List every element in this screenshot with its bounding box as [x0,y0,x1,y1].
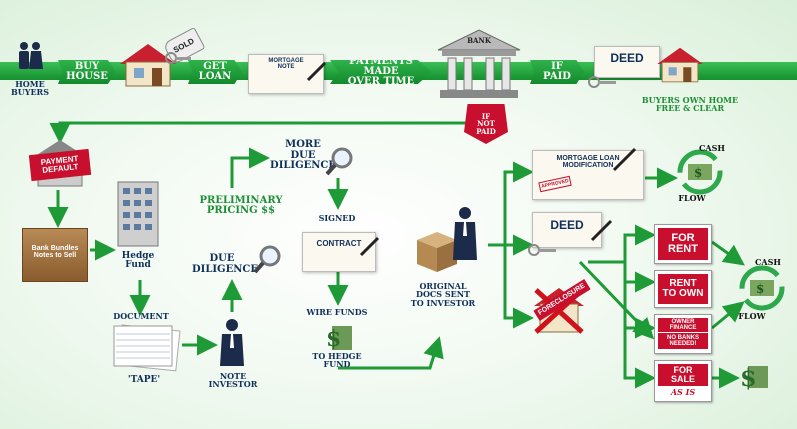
house-icon-owned [657,47,703,83]
for-rent-plate: FOR RENT [658,228,708,260]
hedge-fund-building-icon [117,181,159,247]
to-hedge-fund-label: TO HEDGE FUND [312,351,362,370]
as-is-label: AS IS [670,387,696,397]
note-investor-icon [220,319,244,366]
keys-icon-mid [528,244,556,256]
cash-flow-cycle-icon-mid: $ [739,265,785,311]
svg-text:$: $ [756,282,764,296]
approved-stamp: APPROVED [538,175,572,193]
tape-label: 'TAPE' [127,375,161,385]
magnifier-icon [253,245,281,274]
pen-icon [306,61,327,82]
tape-spreadsheet-icon [113,324,181,372]
deed-doc-top: DEED [594,46,660,78]
for-sale-plate: FOR SALE [658,364,708,386]
svg-text:$: $ [326,326,341,352]
loan-mod-title: MORTGAGE LOAN MODIFICATION [556,155,620,169]
deed-title-mid: DEED [550,218,584,232]
more-due-diligence-label: MORE DUE DILIGENCE [270,139,336,171]
mortgage-note-title: MORTGAGE NOTE [268,58,304,70]
keys-icon [165,52,191,64]
note-investor-label: NOTE INVESTOR [208,371,258,390]
if-not-paid-label: IF NOT PAID [476,111,496,136]
money-icon: $ [326,326,352,352]
mortgage-note-doc: MORTGAGE NOTE [248,54,327,94]
svg-text:$: $ [694,166,702,180]
get-loan-arrow: GET LOAN [188,60,242,84]
investor-figure-icon [453,207,477,260]
bank-bundles-label: Bank Bundles Notes to Sell [31,245,79,259]
contract-title: CONTRACT [316,239,362,248]
document-label: DOCUMENT [113,311,169,321]
home-buyers-icon [19,42,43,69]
bank-label: BANK [467,36,491,45]
cash-flow-cycle-icon-top: $ [677,149,723,195]
buyers-own-home-label: BUYERS OWN HOME FREE & CLEAR [641,95,739,113]
cash-label-top: CASH [699,143,725,153]
owner-finance-sign: OWNER FINANCE NO BANKS NEEDED! [654,314,712,354]
deed-pen-icon [590,219,613,242]
payments-made-arrow: PAYMENTS MADE OVER TIME [330,60,432,84]
magnifier-icon-2 [325,147,353,176]
keys-icon-top [588,76,616,88]
rent-to-own-sign: RENT TO OWN [654,270,712,308]
money-icon-sale: $ [740,363,768,392]
contract-pen-icon [359,236,380,257]
wire-funds-label: WIRE FUNDS [306,307,368,317]
house-icon [120,44,176,87]
no-banks-plate: NO BANKS NEEDED! [658,333,708,349]
due-diligence-label: DUE DILIGENCE [192,253,258,275]
bank-bundles-envelope: Bank Bundles Notes to Sell [22,228,88,282]
contract-doc: CONTRACT [302,232,380,272]
home-buyers-label: HOME BUYERS [11,79,49,98]
docs-box-icon [417,232,457,272]
cash-label-mid: CASH [755,257,781,267]
if-paid-arrow: IF PAID [530,60,584,84]
rent-to-own-plate: RENT TO OWN [658,274,708,304]
hedge-fund-label: Hedge Fund [121,251,155,271]
bank-icon [437,29,521,98]
loan-mod-pen-icon [612,147,637,172]
flow-label-top: FLOW [678,193,706,203]
for-rent-sign: FOR RENT [654,224,712,264]
payment-default-label: PAYMENT DEFAULT [40,153,79,175]
owner-finance-plate: OWNER FINANCE [658,318,708,332]
for-sale-sign: FOR SALE AS IS [654,360,712,402]
buy-house-arrow: BUY HOUSE [58,60,116,84]
deed-doc-mid: DEED [532,212,602,248]
deed-title-top: DEED [610,51,644,65]
original-docs-label: ORIGINAL DOCS SENT TO INVESTOR [410,281,476,308]
flow-label-mid: FLOW [738,311,766,321]
preliminary-pricing-label: PRELIMINARY PRICING $$ [199,195,283,216]
svg-text:$: $ [740,363,757,392]
signed-label: SIGNED [318,213,356,223]
